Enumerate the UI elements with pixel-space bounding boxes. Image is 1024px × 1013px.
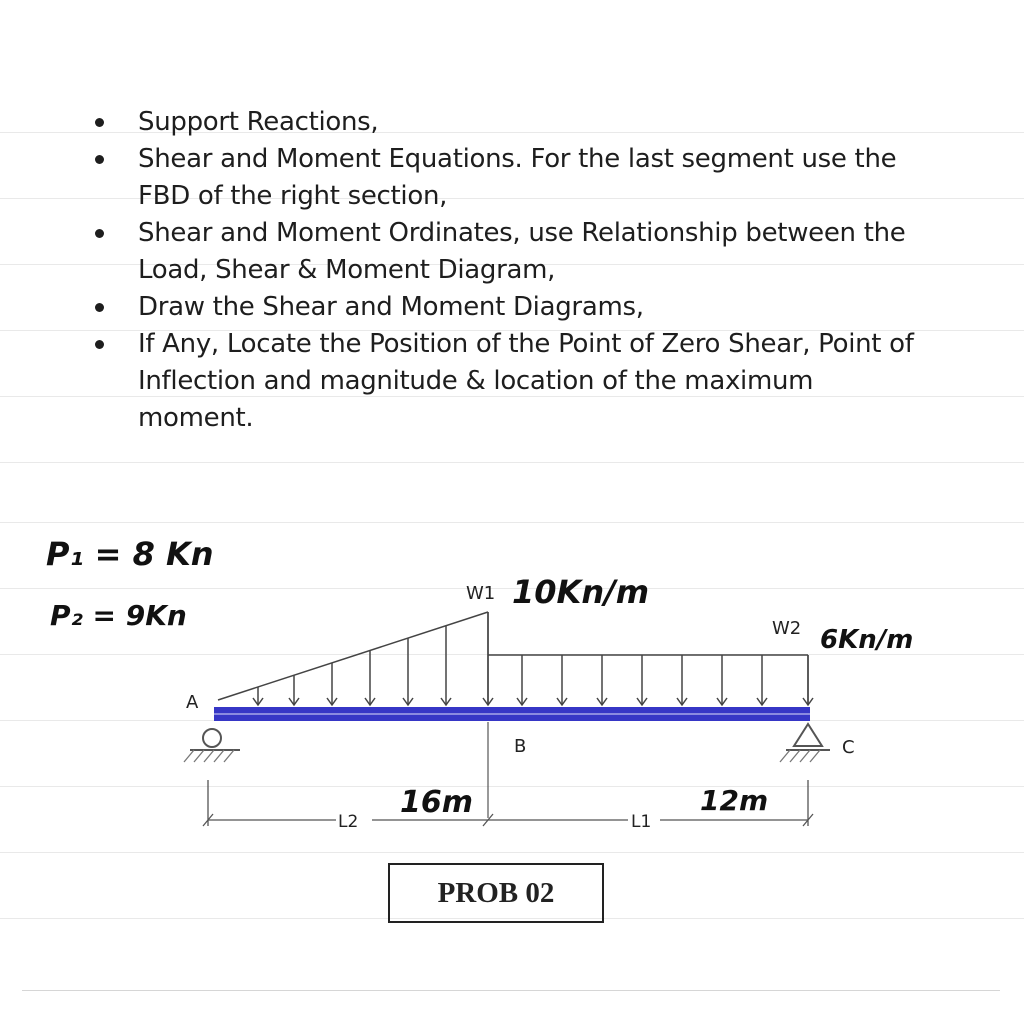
load-arrowhead [556,697,568,707]
requirement-item: Shear and Moment Ordinates, use Relation… [95,215,918,289]
ruled-line [0,522,1024,523]
ruled-line [0,330,1024,331]
ruled-line [0,462,1024,463]
ruled-line [0,918,1024,919]
load-arrowhead [636,697,648,707]
label-a: A [186,692,199,713]
load-arrowhead [252,697,264,707]
uniform-load [488,654,809,705]
ruled-line [0,786,1024,787]
label-l2: L2 [338,812,358,832]
ruled-line [0,396,1024,397]
pin-support-c [779,722,830,763]
uniform-load-arrows [516,655,814,707]
l1-value: 12m [700,784,768,817]
load-arrowhead [482,697,494,707]
requirement-item: Draw the Shear and Moment Diagrams, [95,289,918,326]
w1-label: W1 [466,583,495,604]
dimension-lines [202,780,814,827]
p2-label: P₂ = 9Kn [50,599,187,632]
load-arrowhead [288,697,300,707]
load-arrowhead [802,697,814,707]
triangular-load-arrows [252,612,494,707]
ruled-line [0,852,1024,853]
load-arrowhead [676,697,688,707]
ruled-line [0,198,1024,199]
load-arrowhead [516,697,528,707]
load-arrowhead [596,697,608,707]
w1-value: 10Kn/m [512,573,649,611]
requirement-item: If Any, Locate the Position of the Point… [95,326,918,437]
l2-value: 16m [400,785,473,820]
label-c: C [842,737,855,758]
p1-label: P₁ = 8 Kn [46,535,214,573]
roller-support-a [183,728,240,763]
requirements-list: Support Reactions, Shear and Moment Equa… [95,104,918,437]
problem-label: PROB 02 [388,863,604,923]
ruled-line [0,264,1024,265]
w2-label: W2 [772,618,801,639]
load-arrowhead [402,697,414,707]
load-arrowhead [756,697,768,707]
ruled-line [0,132,1024,133]
bottom-line [22,990,1000,991]
w2-value: 6Kn/m [820,625,913,655]
load-arrowhead [440,697,452,707]
load-arrowhead [326,697,338,707]
ruled-line [0,588,1024,589]
requirement-item: Support Reactions, [95,104,918,141]
load-arrowhead [716,697,728,707]
load-arrowhead [364,697,376,707]
requirement-item: Shear and Moment Equations. For the last… [95,141,918,215]
label-b: B [514,736,526,757]
label-l1: L1 [631,812,651,832]
